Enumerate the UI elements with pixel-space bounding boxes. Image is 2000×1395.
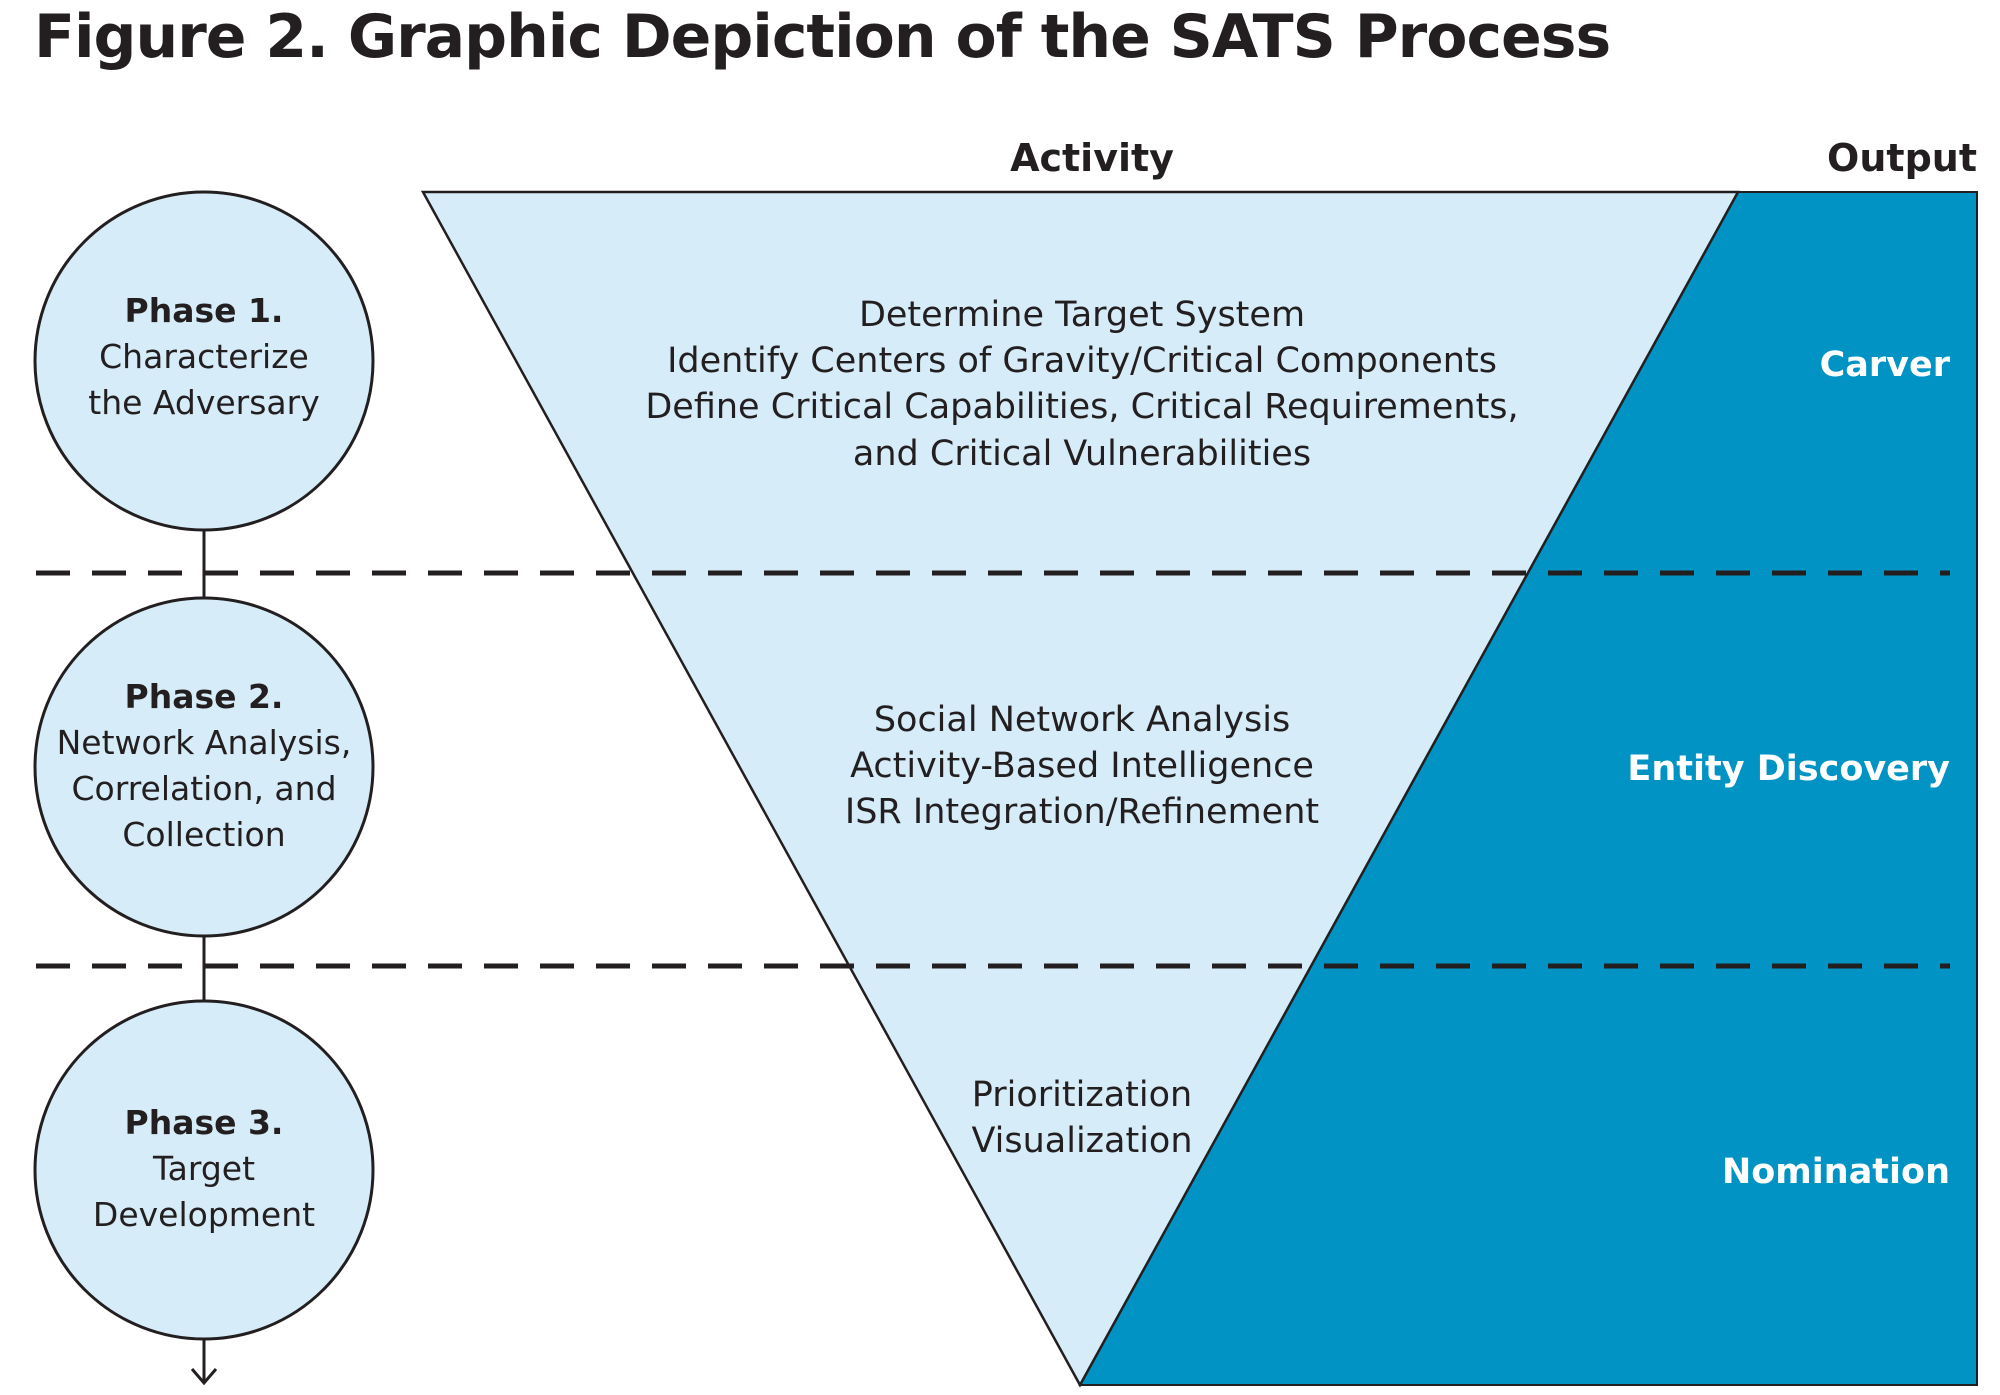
phase-2-circle: [33, 596, 375, 938]
phase-3-desc-line: Development: [93, 1195, 315, 1234]
activity-2-line: Activity-Based Intelligence: [850, 746, 1314, 786]
activity-funnel: [420, 190, 1741, 1388]
phase-3-circle: [33, 999, 375, 1341]
activity-1-line: Identify Centers of Gravity/Critical Com…: [667, 341, 1497, 381]
activity-1-line: and Critical Vulnerabilities: [853, 434, 1311, 474]
output-carver: Carver: [1820, 345, 1951, 385]
phase-1-desc-line: Characterize: [99, 337, 309, 376]
phase-1-title: Phase 1.: [125, 291, 284, 330]
output-header: Output: [1827, 136, 1977, 180]
phase-2-desc-line: Collection: [122, 815, 285, 854]
figure-title: Figure 2. Graphic Depiction of the SATS …: [34, 2, 1611, 72]
down-arrow-icon: [190, 1368, 218, 1386]
activity-1-line: Define Critical Capabilities, Critical R…: [645, 387, 1518, 427]
phase-3-title: Phase 3.: [125, 1103, 284, 1142]
output-entity-discovery: Entity Discovery: [1627, 749, 1950, 789]
activity-3-line: Prioritization: [972, 1075, 1192, 1115]
activity-2-line: ISR Integration/Refinement: [845, 792, 1319, 832]
phase-2-desc-line: Network Analysis,: [57, 723, 352, 762]
phase-2-desc-line: Correlation, and: [71, 769, 336, 808]
activity-header: Activity: [1010, 136, 1174, 180]
output-nomination: Nomination: [1722, 1152, 1950, 1192]
activity-2-line: Social Network Analysis: [874, 700, 1290, 740]
phase-2-title: Phase 2.: [125, 677, 284, 716]
phase-1-circle: [33, 190, 375, 532]
activity-1-line: Determine Target System: [859, 295, 1305, 335]
phase-1-desc-line: the Adversary: [88, 383, 320, 422]
phase-3-desc-line: Target: [152, 1149, 255, 1188]
activity-3-line: Visualization: [971, 1121, 1192, 1161]
